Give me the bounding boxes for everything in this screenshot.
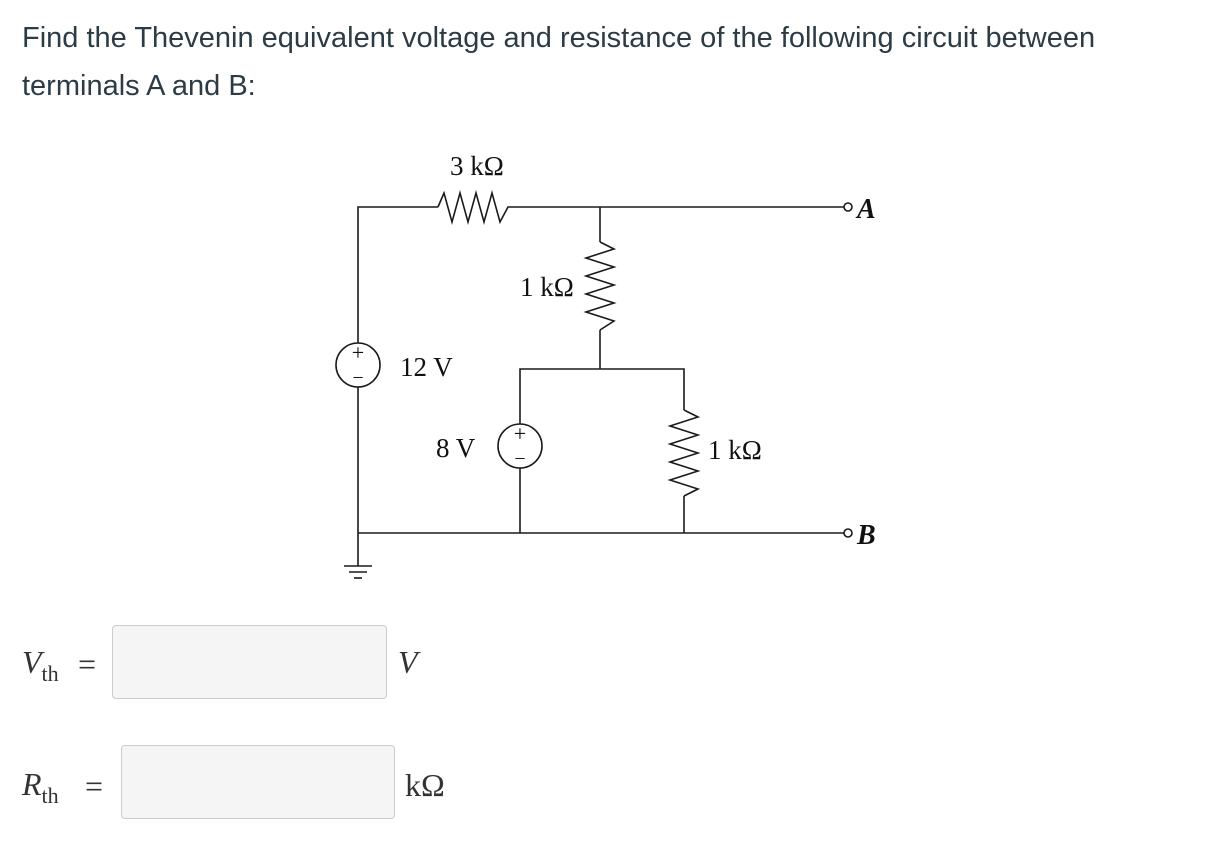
vth-subscript: th bbox=[41, 661, 59, 686]
rth-equals: = bbox=[85, 768, 104, 804]
source-12v-plus: + bbox=[352, 340, 364, 365]
resistor-1k-right-label: 1 kΩ bbox=[708, 435, 762, 465]
circuit-diagram: + − 12 V 1 kΩ + − 8 V 1 kΩ 3 kΩ A B bbox=[335, 151, 876, 579]
source-8v-plus: + bbox=[514, 421, 526, 446]
rth-label: Rth bbox=[22, 766, 59, 808]
terminal-b-node bbox=[843, 528, 853, 538]
rth-unit: kΩ bbox=[405, 767, 445, 803]
vth-equals: = bbox=[78, 646, 97, 682]
vth-input[interactable] bbox=[112, 625, 387, 699]
resistor-3k bbox=[437, 189, 538, 226]
terminal-a-node bbox=[843, 202, 853, 212]
rth-input[interactable] bbox=[121, 745, 395, 819]
vth-unit: V bbox=[398, 644, 418, 680]
source-8v-minus: − bbox=[514, 448, 525, 470]
terminal-b-label: B bbox=[856, 520, 876, 551]
vth-symbol: V bbox=[22, 644, 42, 680]
rth-symbol: R bbox=[22, 766, 42, 802]
vth-answer-row: Vth = V bbox=[0, 622, 1214, 699]
resistor-1k-vertical-label: 1 kΩ bbox=[520, 272, 574, 302]
question-text: Find the Thevenin equivalent voltage and… bbox=[22, 22, 1096, 102]
terminal-a-label: A bbox=[855, 194, 876, 225]
source-8v-label: 8 V bbox=[436, 433, 476, 463]
rth-answer-row: Rth = kΩ bbox=[0, 742, 1214, 819]
rth-subscript: th bbox=[41, 783, 59, 808]
source-12v-minus: − bbox=[352, 367, 363, 389]
resistor-1k-vertical bbox=[583, 241, 617, 331]
wire-inner-loop-top bbox=[519, 368, 685, 424]
source-12v-label: 12 V bbox=[400, 352, 453, 382]
wire-top-left bbox=[357, 206, 438, 343]
vth-label: Vth bbox=[22, 644, 59, 686]
resistor-3k-label: 3 kΩ bbox=[450, 151, 504, 181]
resistor-1k-right bbox=[667, 409, 701, 497]
